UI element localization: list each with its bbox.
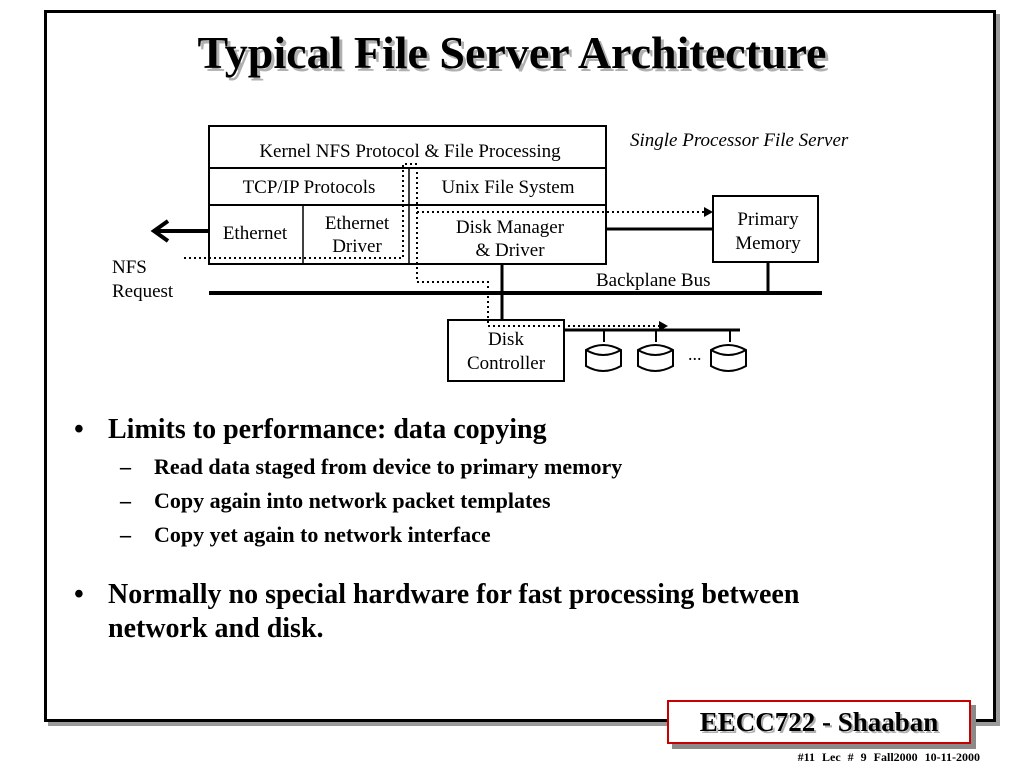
dash-marker: – bbox=[120, 522, 131, 547]
disk-icon bbox=[637, 344, 674, 372]
bullet-item: • Limits to performance: data copying bbox=[74, 414, 974, 446]
sub-bullet-text: Read data staged from device to primary … bbox=[154, 454, 623, 479]
bullet-marker: • bbox=[74, 414, 84, 445]
ethernet-label: Ethernet bbox=[223, 223, 288, 244]
disk-controller-box bbox=[447, 319, 565, 382]
backplane-bus-label: Backplane Bus bbox=[596, 270, 711, 291]
bullet-text: Limits to performance: data copying bbox=[108, 414, 547, 445]
slide-frame bbox=[44, 10, 996, 722]
sub-bullet-text: Copy yet again to network interface bbox=[154, 522, 491, 547]
sub-bullet-item: – Read data staged from device to primar… bbox=[120, 454, 974, 480]
dash-marker: – bbox=[120, 454, 131, 479]
ethernet-driver-label-2: Driver bbox=[332, 236, 382, 257]
bullet-list: • Limits to performance: data copying – … bbox=[74, 414, 974, 646]
primary-memory-label-2: Memory bbox=[735, 233, 801, 254]
ethernet-driver-label-1: Ethernet bbox=[325, 213, 390, 234]
primary-memory-label-1: Primary bbox=[737, 209, 799, 230]
unix-fs-label: Unix File System bbox=[441, 177, 574, 198]
bullet-text-line-1: Normally no special hardware for fast pr… bbox=[108, 579, 800, 610]
disk-icon bbox=[710, 344, 747, 372]
slide-title: Typical File Server Architecture bbox=[197, 27, 827, 78]
disk-controller-label-2: Controller bbox=[467, 353, 546, 374]
network-out-arrow-icon bbox=[150, 219, 209, 243]
disk-manager-label-2: & Driver bbox=[475, 240, 545, 261]
disk-icon bbox=[585, 344, 622, 372]
disk-manager-label-1: Disk Manager bbox=[456, 217, 565, 238]
software-stack-box bbox=[208, 125, 607, 265]
copy-path-arrowhead-memory bbox=[704, 207, 713, 217]
nfs-request-label-2: Request bbox=[112, 281, 174, 302]
sub-bullet-item: – Copy yet again to network interface bbox=[120, 522, 974, 548]
sub-bullet-text: Copy again into network packet templates bbox=[154, 488, 551, 513]
disk-ellipsis: ... bbox=[688, 344, 702, 364]
disk-controller-label-1: Disk bbox=[488, 329, 524, 350]
nfs-request-label-1: NFS bbox=[112, 257, 147, 278]
bullet-item: • Normally no special hardware for fast … bbox=[74, 578, 974, 646]
tcpip-label: TCP/IP Protocols bbox=[243, 177, 376, 198]
diagram-caption: Single Processor File Server bbox=[630, 130, 849, 151]
dash-marker: – bbox=[120, 488, 131, 513]
course-badge: EECC722 - Shaaban bbox=[667, 700, 971, 744]
sub-bullet-item: – Copy again into network packet templat… bbox=[120, 488, 974, 514]
kernel-nfs-label: Kernel NFS Protocol & File Processing bbox=[259, 141, 561, 162]
bullet-text: Normally no special hardware for fast pr… bbox=[108, 578, 799, 646]
data-copy-path bbox=[184, 163, 710, 327]
bullet-text-line-2: network and disk. bbox=[108, 613, 324, 644]
slide-footer-info: #11 Lec # 9 Fall2000 10-11-2000 bbox=[797, 750, 980, 764]
bullet-marker: • bbox=[74, 579, 84, 610]
